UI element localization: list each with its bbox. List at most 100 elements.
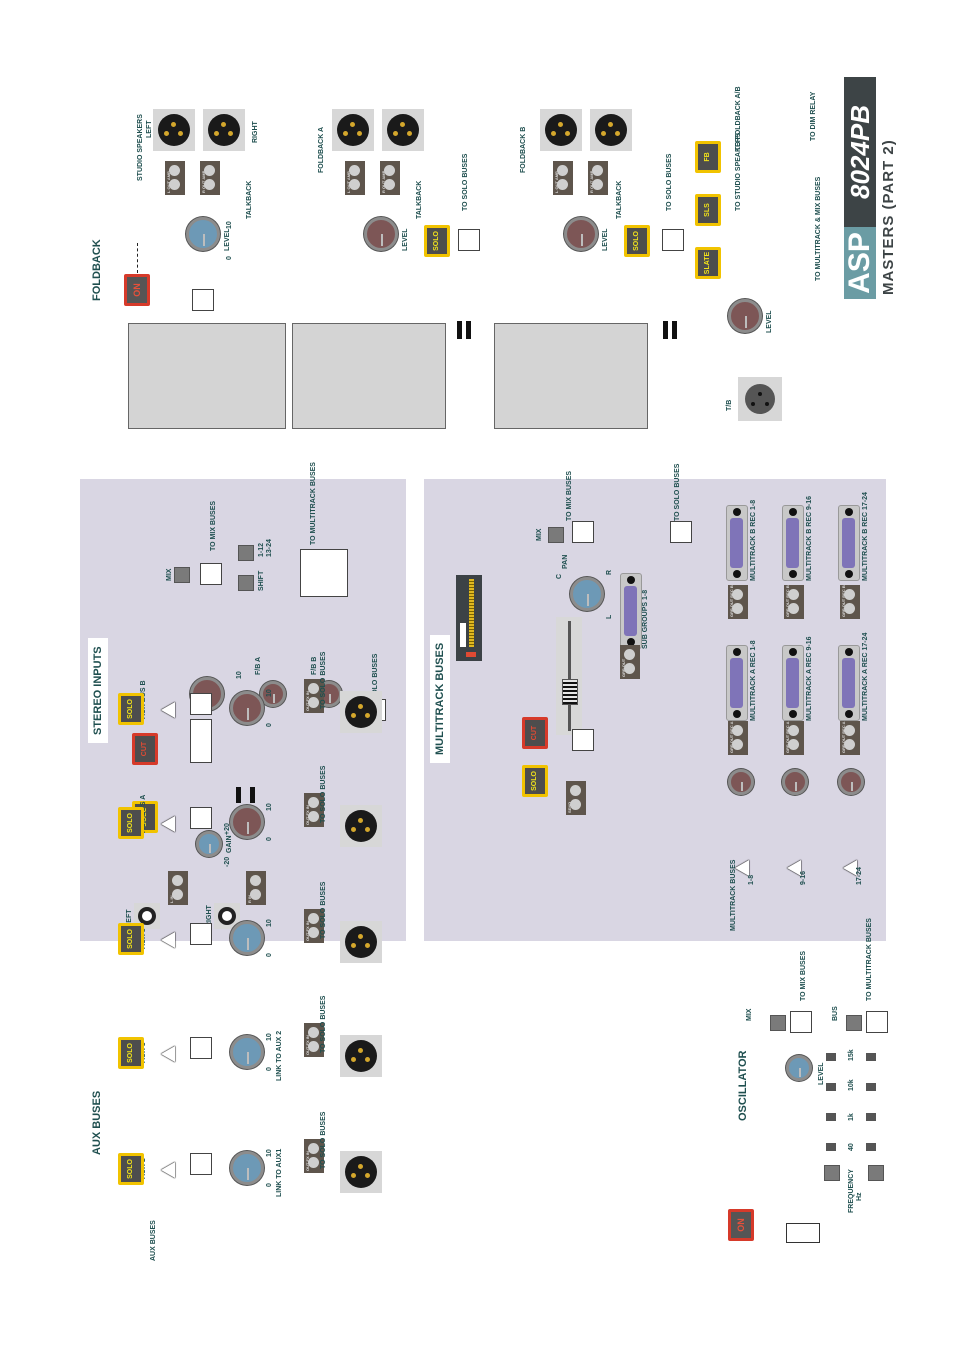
mt-b-1-8-dsub-icon: [726, 505, 748, 581]
oscillator-freq-button-2[interactable]: [868, 1165, 884, 1181]
mt-9-16-rec-a-jack: GRP OUT REC A: [784, 721, 804, 755]
stereo-r-in-jack: R IN: [246, 871, 266, 905]
stereo-cut-button[interactable]: CUT: [132, 733, 158, 765]
page-subtitle: MASTERS (PART 2): [880, 139, 897, 295]
fb-a-title: FOLDBACK A: [318, 126, 325, 173]
slate-button[interactable]: SLATE: [695, 247, 721, 279]
subgroup-dev-in-jack: GRP OUT: [620, 645, 640, 679]
fb-b-talkback-label: TALKBACK: [616, 180, 623, 219]
mt-17-24-trim-knob[interactable]: [838, 769, 864, 795]
aux-level-knob[interactable]: [230, 691, 264, 725]
studio-level-label: LEVEL: [224, 228, 231, 251]
stereo-gain-knob[interactable]: [196, 831, 222, 857]
stereo-l-in-jack: L IN: [168, 871, 188, 905]
aux-to-solo-label: TO SOLO BUSES: [320, 651, 327, 709]
mt-a-17-24-dsub-icon: [838, 645, 860, 721]
multitrack-mix-button[interactable]: [548, 527, 564, 543]
fb-b-left-xlr-icon: [540, 109, 582, 151]
fb-talkback-button[interactable]: FB: [695, 141, 721, 173]
frequency-switch-bottom[interactable]: [866, 1113, 876, 1121]
studio-left-label: LEFT: [146, 120, 153, 139]
aux-solo-button[interactable]: SOLO: [118, 1037, 144, 1069]
multitrack-buses-panel: [424, 479, 886, 941]
fb-a-right-xlr-icon: [382, 109, 424, 151]
mt-b-17-24-dsub-icon: [838, 505, 860, 581]
mt-17-24-rec-a-jack: GRP OUT REC A: [840, 721, 860, 755]
mt-b-9-16-dsub-icon: [782, 505, 804, 581]
aux-level-knob[interactable]: [230, 921, 264, 955]
oscillator-bus-button[interactable]: [846, 1015, 862, 1031]
fb-a-level-knob[interactable]: [364, 217, 398, 251]
aux-xlr-icon: [340, 691, 382, 733]
aux-buses-title: AUX BUSES: [91, 1090, 103, 1155]
foldback-on-button[interactable]: ON: [124, 274, 150, 306]
mt-a-1-8-dsub-icon: [726, 645, 748, 721]
studio-speakers-label: STUDIO SPEAKERS: [137, 114, 144, 181]
fb-a-to-solo-label: TO SOLO BUSES: [462, 153, 469, 211]
studio-level-knob[interactable]: [186, 217, 220, 251]
frequency-switch-top[interactable]: [826, 1083, 836, 1091]
oscillator-on-button[interactable]: ON: [728, 1209, 754, 1241]
aux-xlr-icon: [340, 1035, 382, 1077]
aux-level-knob[interactable]: [230, 1151, 264, 1185]
aux-level-knob[interactable]: [230, 805, 264, 839]
fb-a-talkback-label: TALKBACK: [416, 180, 423, 219]
send-ret-jack: SEND: [566, 781, 586, 815]
aux-to-solo-label: TO SOLO BUSES: [320, 1111, 327, 1169]
frequency-label: 40: [848, 1143, 855, 1151]
stereo-range-button[interactable]: [238, 545, 254, 561]
sls-talkback-button[interactable]: SLS: [695, 194, 721, 226]
mt-9-16-trim-knob[interactable]: [782, 769, 808, 795]
foldback-on-switch: [192, 289, 214, 311]
aux-xlr-icon: [340, 921, 382, 963]
studio-l-out-amp-jack: L OUT AMP: [165, 161, 185, 195]
oscillator-mix-button[interactable]: [770, 1015, 786, 1031]
aux-to-solo-label: TO SOLO BUSES: [320, 995, 327, 1053]
oscillator-level-knob[interactable]: [786, 1055, 812, 1081]
frequency-switch-bottom[interactable]: [866, 1083, 876, 1091]
fb-b-title: FOLDBACK B: [520, 126, 527, 173]
fb-a-l-out-amp-jack: L OUT AMP: [345, 161, 365, 195]
frequency-switch-top[interactable]: [826, 1143, 836, 1151]
aux-level-knob[interactable]: [230, 1035, 264, 1069]
fb-a-solo-button[interactable]: SOLO: [424, 225, 450, 257]
aux-amp-triangle: [161, 702, 175, 718]
frequency-switch-top[interactable]: [826, 1113, 836, 1121]
multitrack-fader[interactable]: [556, 617, 582, 735]
frequency-switch-top[interactable]: [826, 1053, 836, 1061]
mt-17-24-amp-triangle: [843, 860, 857, 876]
fb-a-r-out-amp-jack: R OUT AMP: [380, 161, 400, 195]
talkback-level-knob[interactable]: [728, 299, 762, 333]
brand-label: ASP: [843, 227, 876, 299]
fb-b-level-knob[interactable]: [564, 217, 598, 251]
multitrack-solo-button[interactable]: SOLO: [522, 765, 548, 797]
stereo-shift-button[interactable]: [238, 575, 254, 591]
multitrack-cut-button[interactable]: CUT: [522, 717, 548, 749]
aux-to-solo-label: TO SOLO BUSES: [320, 881, 327, 939]
mt-1-8-amp-triangle: [735, 860, 749, 876]
aux-solo-button[interactable]: SOLO: [118, 923, 144, 955]
studio-right-label: RIGHT: [252, 121, 259, 143]
mt-1-8-trim-knob[interactable]: [728, 769, 754, 795]
oscillator-freq-button-1[interactable]: [824, 1165, 840, 1181]
aux-solo-button[interactable]: SOLO: [118, 693, 144, 725]
fb-a-source-select-panel: [292, 323, 446, 429]
fb-b-to-solo-label: TO SOLO BUSES: [666, 153, 673, 211]
aux-xlr-icon: [340, 805, 382, 847]
aux-amp-triangle: [161, 816, 175, 832]
subgroups-dsub-connector-icon: [620, 573, 642, 649]
aux-solo-button[interactable]: SOLO: [118, 807, 144, 839]
aux-to-solo-label: TO SOLO BUSES: [320, 765, 327, 823]
studio-talkback-label: TALKBACK: [246, 180, 253, 219]
mt-1-8-rec-b-jack: GRP OUT REC B: [728, 585, 748, 619]
multitrack-buses-title: MULTITRACK BUSES: [430, 634, 450, 763]
multitrack-pan-knob[interactable]: [570, 577, 604, 611]
fb-b-source-select-panel: [494, 323, 648, 429]
mt-a-9-16-dsub-icon: [782, 645, 804, 721]
stereo-mix-button[interactable]: [174, 567, 190, 583]
aux-solo-button[interactable]: SOLO: [118, 1153, 144, 1185]
studio-source-select-panel: [128, 323, 286, 429]
frequency-switch-bottom[interactable]: [866, 1053, 876, 1061]
frequency-switch-bottom[interactable]: [866, 1143, 876, 1151]
fb-b-solo-button[interactable]: SOLO: [624, 225, 650, 257]
